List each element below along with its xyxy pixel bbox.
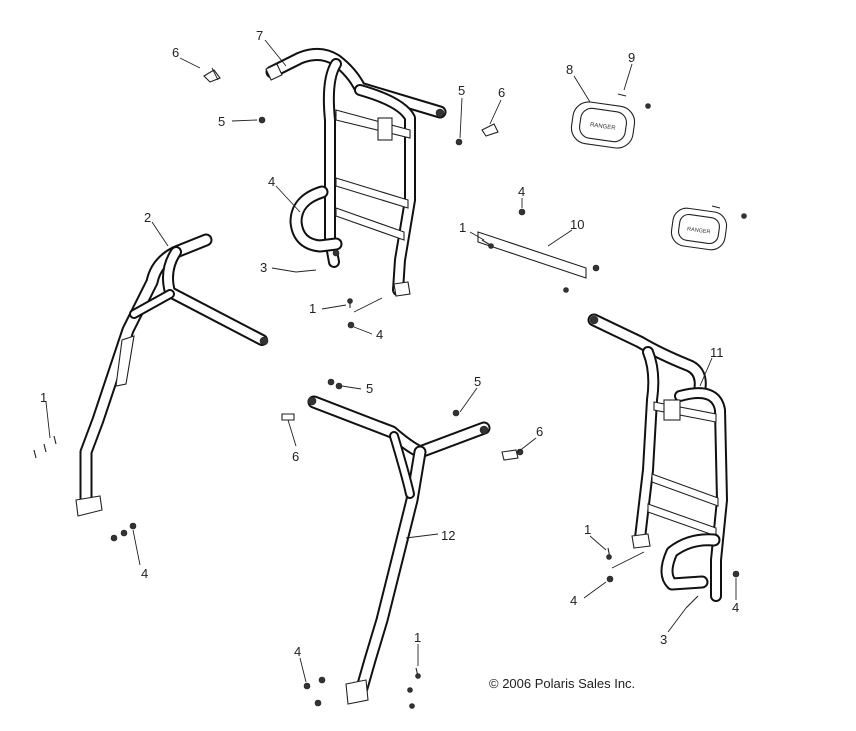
- callout-4-lower: 4: [376, 327, 383, 342]
- callout-5-center: 5: [366, 381, 373, 396]
- bolt-3-center: [295, 269, 317, 273]
- callout-3-right: 3: [660, 632, 667, 647]
- callout-11: 11: [710, 345, 724, 360]
- callout-5-right: 5: [474, 374, 481, 389]
- copyright-notice: © 2006 Polaris Sales Inc.: [489, 676, 636, 691]
- callout-6-center: 6: [292, 449, 299, 464]
- callout-5-top: 5: [458, 83, 465, 98]
- nut-5-center: [327, 378, 335, 386]
- pin-6-top-right: [481, 123, 499, 137]
- nut-4-top: [518, 208, 526, 216]
- callout-1-bottom: 1: [414, 630, 421, 645]
- nut-5-right: [452, 409, 460, 417]
- callout-7: 7: [256, 28, 263, 43]
- nut-4-lower: [347, 321, 355, 329]
- callout-6-top-left: 6: [172, 45, 179, 60]
- callout-4-far-right: 4: [732, 600, 739, 615]
- callout-4-top: 4: [518, 184, 525, 199]
- hardware: [33, 67, 747, 709]
- callout-2: 2: [144, 210, 151, 225]
- callout-1-top: 1: [459, 220, 466, 235]
- nut-4-left-a: [110, 534, 118, 542]
- pin-6-right: [501, 448, 524, 461]
- callouts: 6 7 5 5 6 8 9 4 1 10 4 3 1 4 2 1 4 5 5 6…: [40, 28, 739, 659]
- callout-12: 12: [441, 528, 455, 543]
- rear-badge-upper: RANGER: [570, 101, 636, 149]
- callout-9: 9: [628, 50, 635, 65]
- callout-1-right: 1: [584, 522, 591, 537]
- bolt-3-right: [685, 595, 699, 609]
- left-cab-frame: [75, 233, 269, 517]
- callout-6-top-right: 6: [498, 85, 505, 100]
- right-cab-frame: [587, 313, 728, 602]
- callout-10: 10: [570, 217, 584, 232]
- callout-3-center: 3: [260, 260, 267, 275]
- pin-6-top-left: [203, 67, 221, 83]
- nut-4-right: [606, 575, 614, 583]
- pin-6-center: [281, 413, 295, 421]
- front-cab-frame: [307, 395, 491, 705]
- badge-upper-text: RANGER: [590, 122, 617, 132]
- callout-4-right: 4: [570, 593, 577, 608]
- rear-cab-frame: [265, 48, 447, 297]
- callout-6-right: 6: [536, 424, 543, 439]
- bolt-1-left: [33, 449, 37, 459]
- badge-lower-text: RANGER: [687, 226, 711, 235]
- callout-4-mid: 4: [268, 174, 275, 189]
- nut-5-left: [258, 116, 266, 124]
- nut-5-top: [455, 138, 463, 146]
- callout-1-mid: 1: [309, 301, 316, 316]
- nut-4-bottom-a: [303, 682, 311, 690]
- callout-4-left: 4: [141, 566, 148, 581]
- bolt-9: [617, 93, 627, 97]
- nut-4-mid: [332, 249, 340, 257]
- rear-badge-lower: RANGER: [670, 207, 728, 251]
- callout-4-bottom: 4: [294, 644, 301, 659]
- callout-5-left: 5: [218, 114, 225, 129]
- nut-4-far-right: [732, 570, 740, 578]
- callout-1-left: 1: [40, 390, 47, 405]
- support-bracket: [477, 231, 600, 279]
- leader-lines: [45, 39, 737, 683]
- callout-8: 8: [566, 62, 573, 77]
